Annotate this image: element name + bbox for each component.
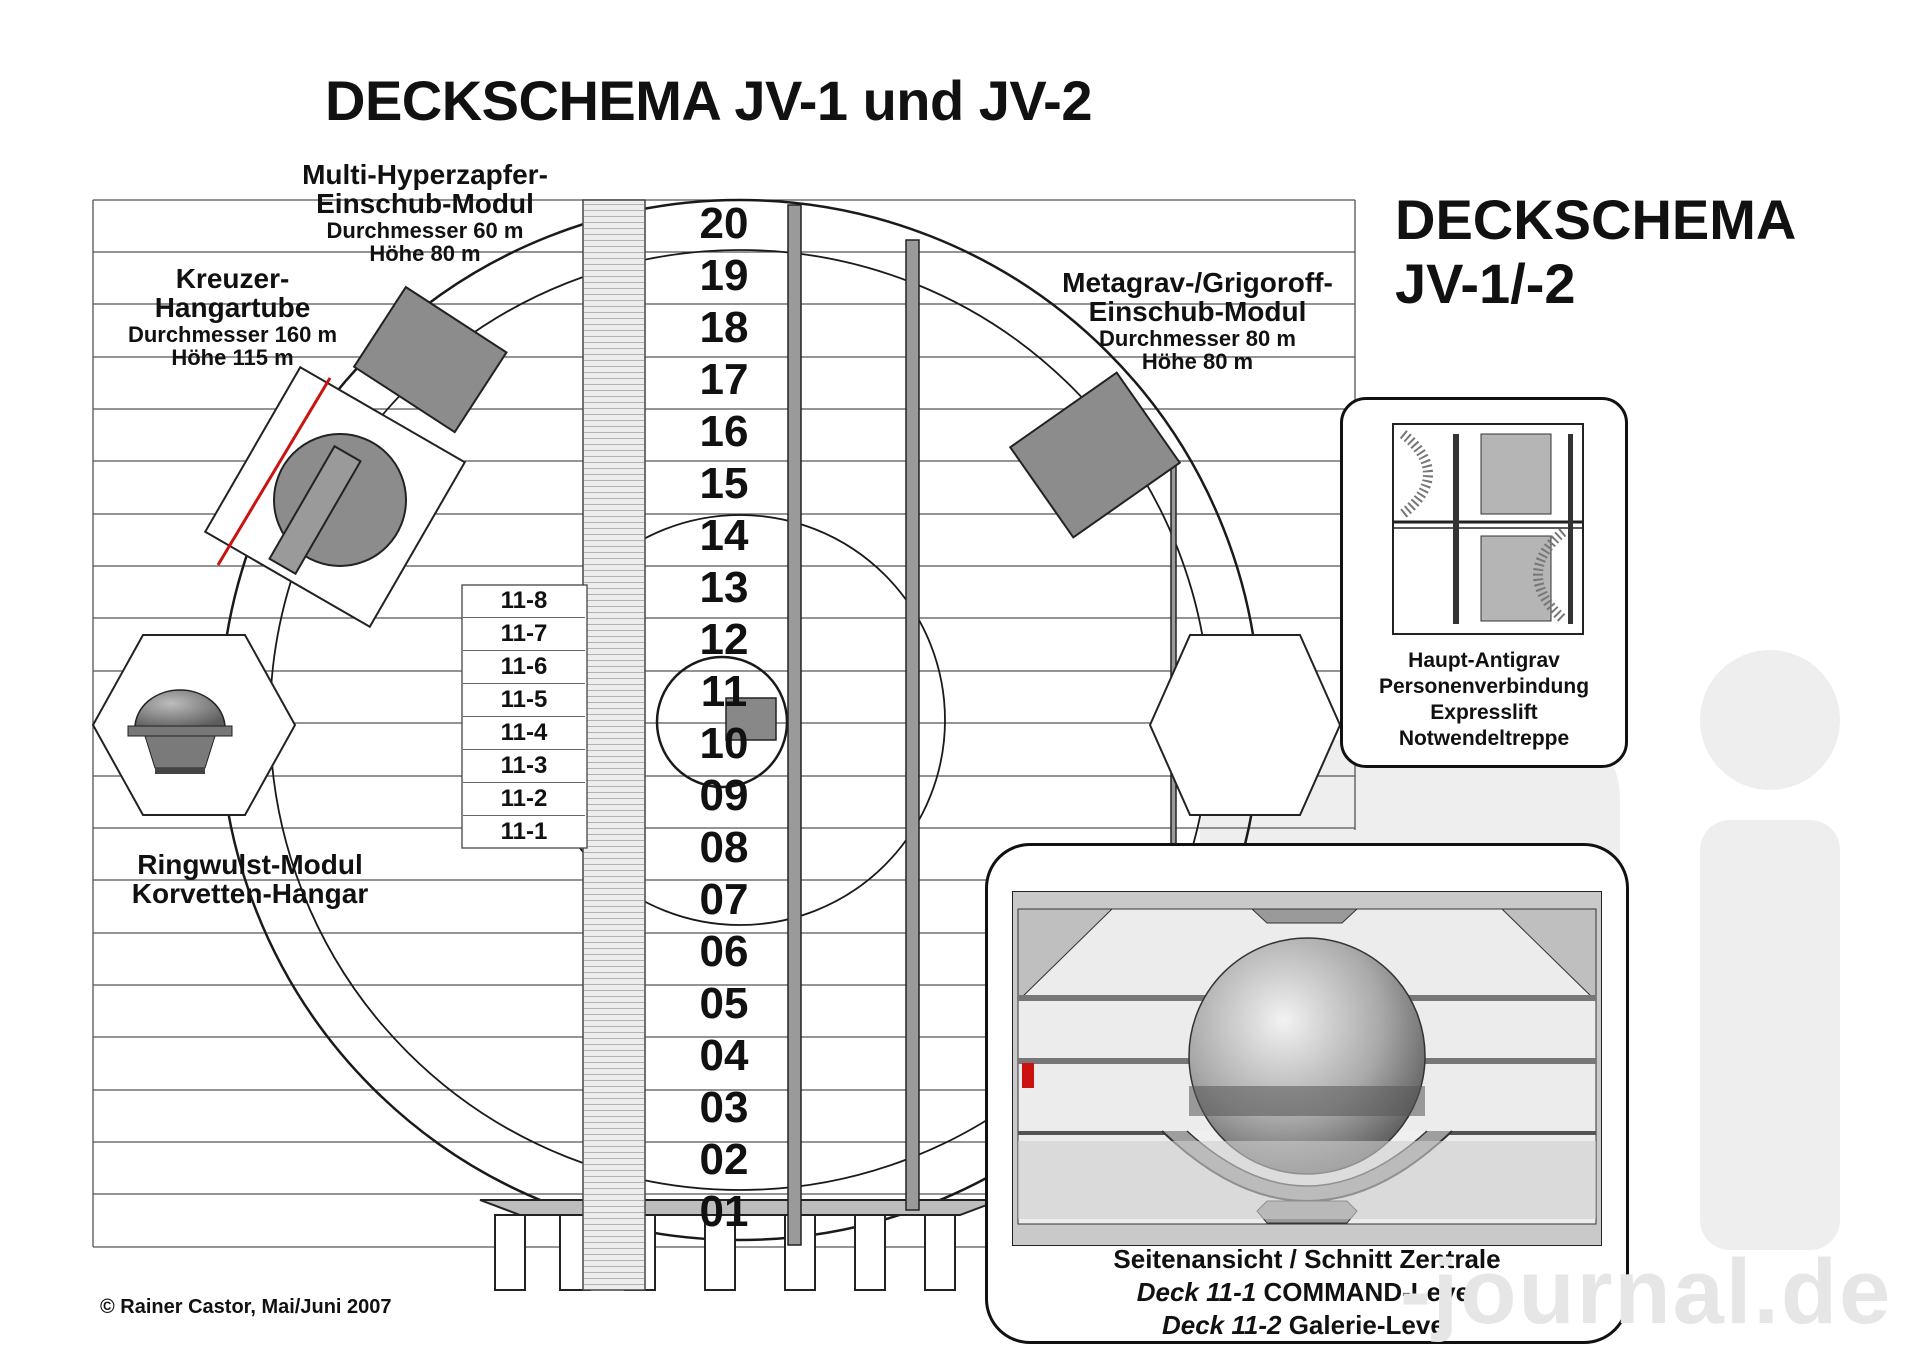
kreuzer-line1: Kreuzer- (175, 263, 290, 294)
section-line3-rest: Galerie-Level (1281, 1310, 1453, 1340)
section-illustration (1012, 891, 1602, 1246)
ringwulst-label: Ringwulst-Modul Korvetten-Hangar (100, 850, 400, 909)
subdeck-list: 11-8 11-7 11-6 11-5 11-4 11-3 11-2 11-1 (463, 585, 585, 848)
deck-number: 05 (699, 979, 749, 1028)
deck-number: 07 (699, 875, 749, 924)
subdeck-cell: 11-7 (463, 618, 585, 651)
antigrav-detail-box: Haupt-Antigrav Personenverbindung Expres… (1340, 397, 1628, 768)
deck-number: 18 (699, 303, 749, 352)
antigrav-line1: Haupt-Antigrav (1408, 649, 1560, 672)
deck-number: 10 (699, 719, 749, 768)
deck-number: 03 (699, 1083, 749, 1132)
kreuzer-line4: Höhe 115 m (171, 344, 294, 370)
deck-numbers: 20 19 18 17 16 15 14 13 12 11 10 09 08 0… (684, 198, 764, 1238)
deck-number: 20 (699, 199, 749, 248)
vertical-columns (787, 204, 1177, 1246)
deck-number: 12 (699, 615, 749, 664)
kreuzer-line3: Durchmesser 160 m (127, 321, 338, 347)
metagrav-line3: Durchmesser 80 m (1099, 325, 1296, 351)
deck-number: 16 (699, 407, 749, 456)
antigrav-line2: Personenverbindung (1378, 675, 1590, 698)
ringwulst-line1: Ringwulst-Modul (137, 849, 363, 880)
deck-number: 09 (699, 771, 749, 820)
watermark-text: -journal.de (1400, 1241, 1893, 1343)
section-line3-italic: Deck 11-2 (1161, 1310, 1282, 1340)
subdeck-cell: 11-8 (463, 585, 585, 618)
side-title: DECKSCHEMA JV-1/-2 (1395, 188, 1797, 315)
deck-number: 19 (699, 251, 749, 300)
main-title: DECKSCHEMA JV-1 und JV-2 (325, 69, 1092, 132)
metagrav-label: Metagrav-/Grigoroff- Einschub-Modul Durc… (1035, 268, 1360, 373)
copyright-text: © Rainer Castor, Mai/Juni 2007 (100, 1296, 392, 1318)
deck-number: 04 (699, 1031, 749, 1080)
section-line2: Deck 11-1 COMMAND-Level (988, 1276, 1626, 1309)
deck-number: 15 (699, 459, 749, 508)
subdeck-cell: 11-4 (463, 717, 585, 750)
section-view-box: Seitenansicht / Schnitt Zentrale Deck 11… (985, 843, 1629, 1344)
deck-number: 11 (700, 667, 748, 716)
antigrav-shaft (582, 199, 646, 1291)
deck-number: 14 (699, 511, 749, 560)
antigrav-caption: Haupt-Antigrav Personenverbindung Expres… (1343, 648, 1625, 752)
antigrav-illustration (1392, 423, 1584, 635)
subdeck-cell: 11-3 (463, 750, 585, 783)
antigrav-line4: Notwendeltreppe (1398, 727, 1570, 750)
kreuzer-label: Kreuzer- Hangartube Durchmesser 160 m Hö… (100, 264, 365, 369)
hyperzapfer-line3: Durchmesser 60 m (326, 217, 524, 243)
hyperzapfer-line2: Einschub-Modul (316, 188, 534, 220)
kreuzer-line2: Hangartube (154, 292, 311, 324)
hyperzapfer-module (352, 285, 508, 434)
subdeck-cell: 11-1 (500, 818, 548, 845)
metagrav-line1: Metagrav-/Grigoroff- (1062, 267, 1333, 298)
metagrav-line4: Höhe 80 m (1141, 348, 1254, 374)
ringwulst-hexagon-right (1148, 634, 1342, 816)
section-line2-italic: Deck 11-1 (1136, 1277, 1257, 1307)
deck-number: 13 (699, 563, 749, 612)
section-line2-rest: COMMAND-Level (1256, 1277, 1478, 1307)
ringwulst-hexagon-left (91, 634, 297, 816)
deck-number: 06 (699, 927, 749, 976)
section-caption: Seitenansicht / Schnitt Zentrale Deck 11… (988, 1243, 1626, 1342)
subdeck-cell: 11-5 (463, 684, 585, 717)
metagrav-module (1008, 371, 1182, 539)
section-line3: Deck 11-2 Galerie-Level (988, 1309, 1626, 1342)
subdeck-cell: 11-6 (463, 651, 585, 684)
ringwulst-line2: Korvetten-Hangar (131, 878, 369, 910)
hyperzapfer-label: Multi-Hyperzapfer- Einschub-Modul Durchm… (280, 160, 570, 265)
kreuzer-hangartube (203, 365, 467, 629)
hyperzapfer-line1: Multi-Hyperzapfer- (302, 159, 548, 190)
hyperzapfer-line4: Höhe 80 m (369, 240, 481, 266)
deck-number: 01 (699, 1187, 749, 1236)
metagrav-line2: Einschub-Modul (1088, 296, 1307, 328)
deck-number: 17 (699, 355, 749, 404)
section-line1: Seitenansicht / Schnitt Zentrale (1113, 1244, 1501, 1274)
deck-number: 02 (699, 1135, 749, 1184)
subdeck-cell: 11-2 (463, 783, 585, 816)
antigrav-line3: Expresslift (1430, 701, 1538, 724)
deck-number: 08 (699, 823, 749, 872)
central-core (725, 697, 777, 741)
